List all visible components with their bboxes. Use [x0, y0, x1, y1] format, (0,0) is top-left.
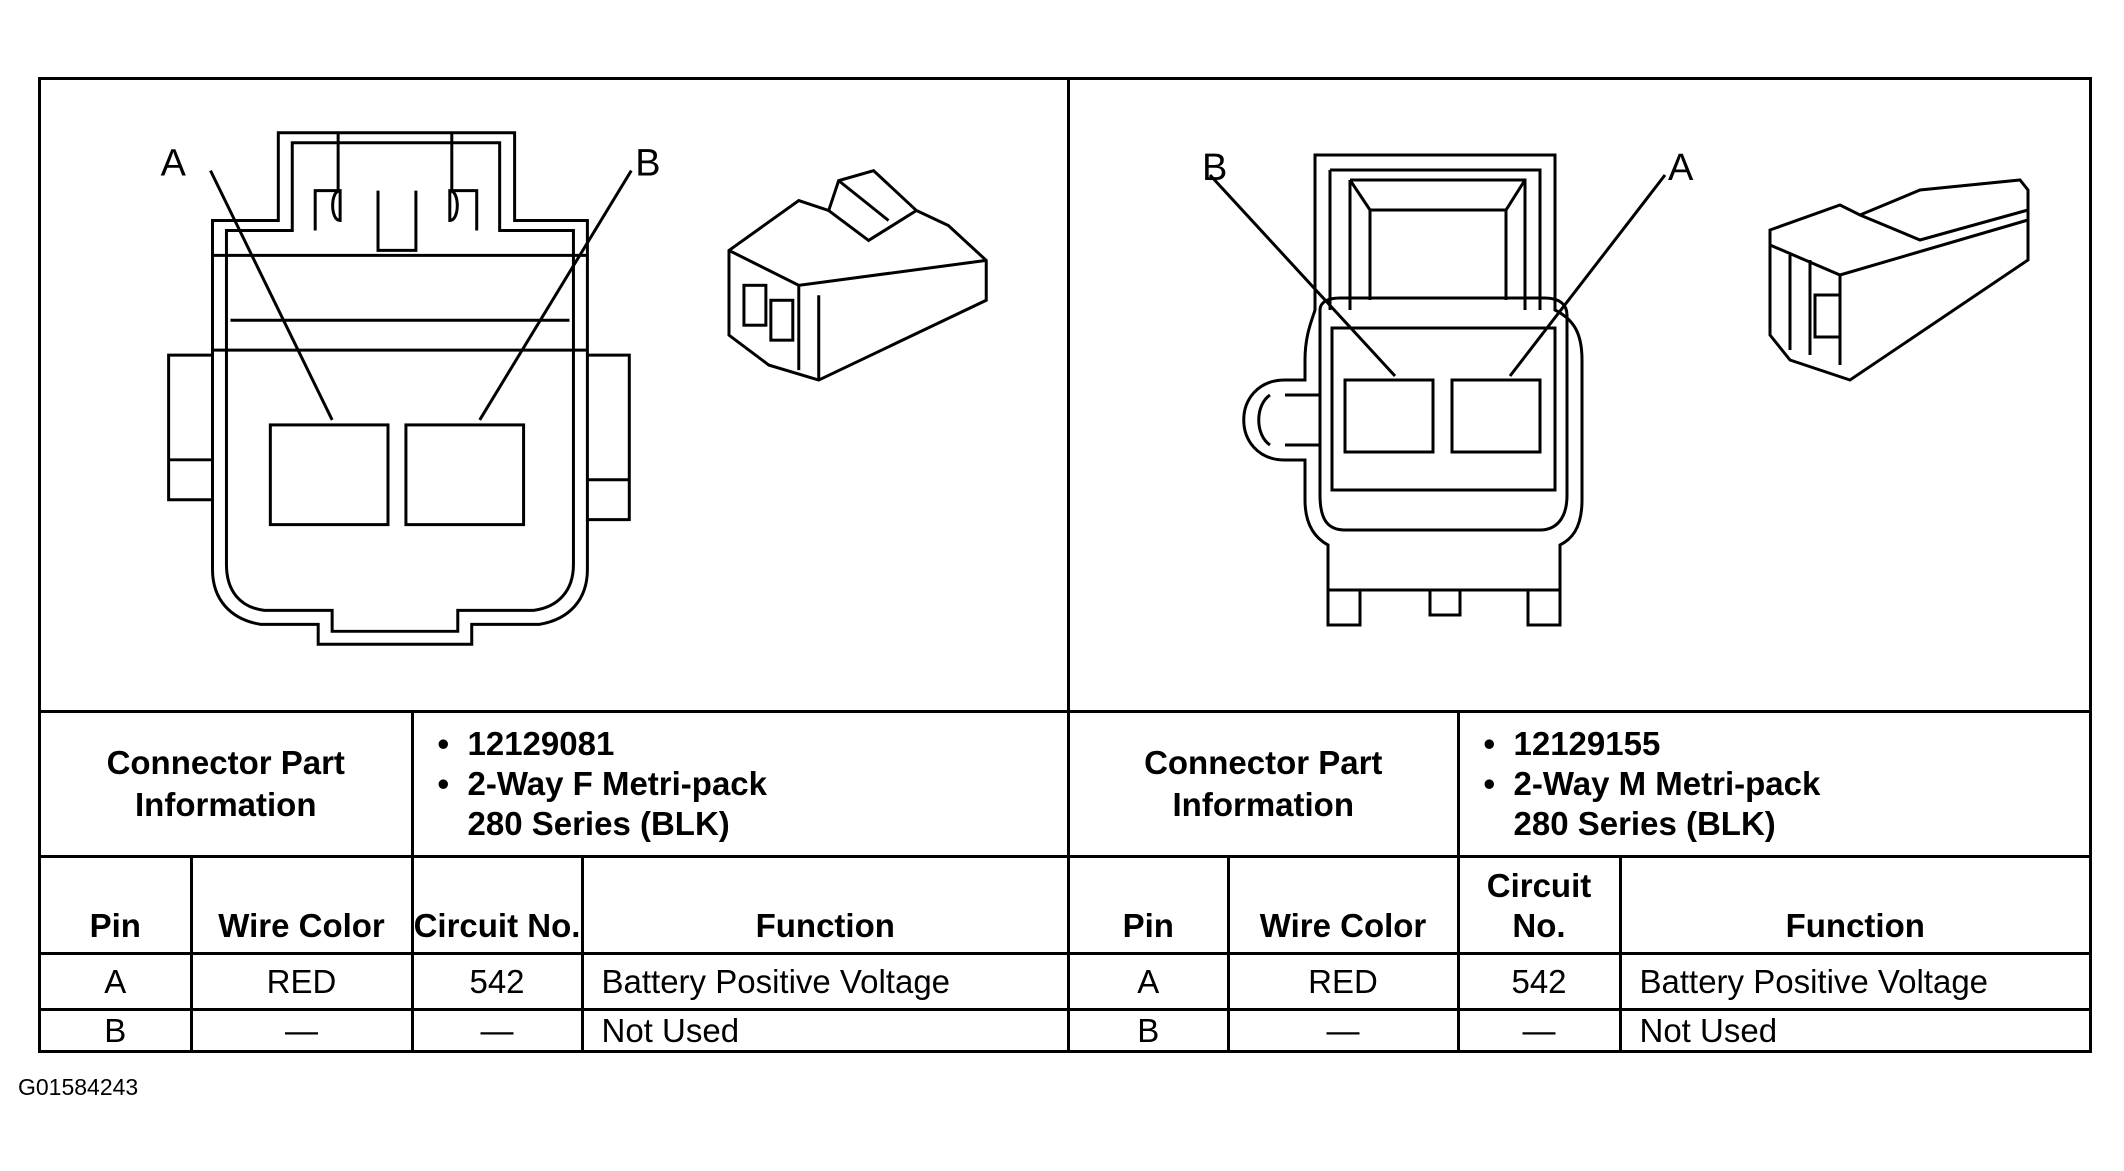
- left-row-a-circuit: 542: [410, 952, 584, 1011]
- right-callout-a: A: [1668, 147, 1694, 189]
- right-row-a-wire-color: RED: [1226, 952, 1460, 1011]
- table-row: B — — Not Used: [1070, 1008, 2089, 1052]
- table-row: A RED 542 Battery Positive Voltage: [1070, 952, 2089, 1011]
- left-row-b-circuit: —: [410, 1008, 584, 1052]
- right-connector-panel: B A Connector Part Information 12129155 …: [1070, 80, 2089, 1052]
- right-connector-table: Connector Part Information 12129155 2-Wa…: [1070, 710, 2089, 1052]
- right-connector-illustration: B A: [1070, 80, 2089, 710]
- right-part-number: 12129155: [1484, 724, 2090, 764]
- right-row-b-function: Not Used: [1618, 1008, 2089, 1052]
- right-row-a-pin: A: [1070, 952, 1230, 1011]
- left-row-b-pin: B: [41, 1008, 193, 1052]
- left-header-wire-color: Wire Color: [189, 855, 414, 955]
- left-part-series: 280 Series (BLK): [467, 805, 730, 842]
- right-row-a-circuit: 542: [1456, 952, 1622, 1011]
- connector-diagram-frame: A B Connector Part Information 12129081 …: [38, 77, 2092, 1053]
- left-connector-panel: A B Connector Part Information 12129081 …: [41, 80, 1070, 1052]
- left-part-type: 2-Way F Metri-pack: [438, 764, 1068, 804]
- left-row-a-function: Battery Positive Voltage: [580, 952, 1067, 1011]
- left-row-a-wire-color: RED: [189, 952, 414, 1011]
- right-callout-b: B: [1202, 147, 1227, 189]
- left-callout-a: A: [161, 143, 187, 185]
- right-row-b-circuit: —: [1456, 1008, 1622, 1052]
- right-part-series: 280 Series (BLK): [1513, 805, 1776, 842]
- right-header-wire-color: Wire Color: [1226, 855, 1460, 955]
- left-row-b-function: Not Used: [580, 1008, 1067, 1052]
- left-part-number: 12129081: [438, 724, 1068, 764]
- table-row: B — — Not Used: [41, 1008, 1067, 1052]
- left-header-pin: Pin: [41, 855, 193, 955]
- right-header-pin: Pin: [1070, 855, 1230, 955]
- left-row-b-wire-color: —: [189, 1008, 414, 1052]
- right-info-list: 12129155 2-Way M Metri-pack 280 Series (…: [1456, 710, 2090, 858]
- left-connector-table: Connector Part Information 12129081 2-Wa…: [41, 710, 1067, 1052]
- left-header-circuit: Circuit No.: [410, 855, 584, 955]
- left-callout-b: B: [635, 143, 660, 185]
- right-row-a-function: Battery Positive Voltage: [1618, 952, 2089, 1011]
- right-info-label: Connector Part Information: [1070, 710, 1460, 858]
- left-header-function: Function: [580, 855, 1067, 955]
- right-part-type: 2-Way M Metri-pack: [1484, 764, 2090, 804]
- table-row: A RED 542 Battery Positive Voltage: [41, 952, 1067, 1011]
- left-row-a-pin: A: [41, 952, 193, 1011]
- left-info-label: Connector Part Information: [41, 710, 414, 858]
- left-connector-illustration: A B: [41, 80, 1067, 710]
- right-header-circuit: Circuit No.: [1456, 855, 1622, 955]
- right-header-function: Function: [1618, 855, 2089, 955]
- figure-id: G01584243: [18, 1074, 139, 1100]
- right-row-b-wire-color: —: [1226, 1008, 1460, 1052]
- left-info-list: 12129081 2-Way F Metri-pack 280 Series (…: [410, 710, 1068, 858]
- right-row-b-pin: B: [1070, 1008, 1230, 1052]
